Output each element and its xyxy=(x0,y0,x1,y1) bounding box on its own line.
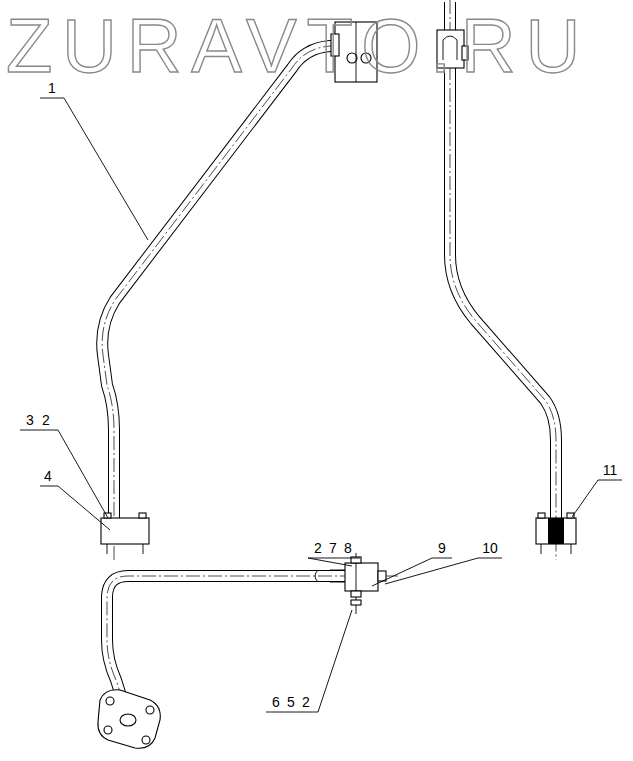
callout-number: 9 xyxy=(438,541,446,555)
leader-line xyxy=(266,610,352,712)
callout-number: 5 xyxy=(287,695,295,709)
watermark: ZURAVTO.RU xyxy=(6,8,590,84)
nut xyxy=(351,591,361,597)
bolt-hole xyxy=(104,726,112,734)
washer xyxy=(351,600,361,605)
leader-line xyxy=(40,486,110,530)
bolt xyxy=(541,544,542,554)
bottom-pipe xyxy=(107,570,398,722)
flange xyxy=(101,513,149,554)
end-fitting xyxy=(345,553,386,614)
plug xyxy=(378,571,386,581)
pipe-outline xyxy=(107,576,350,712)
leader-line xyxy=(385,558,502,584)
callout-number: 2 xyxy=(42,413,50,427)
bolt-hole xyxy=(106,697,114,705)
flange-plate xyxy=(536,518,576,544)
bolt-hole xyxy=(146,706,154,714)
leader-line xyxy=(308,558,360,566)
pipe-outline xyxy=(102,46,345,525)
flange xyxy=(536,513,576,554)
center-line xyxy=(450,0,556,560)
leader-lines xyxy=(20,98,622,712)
leader-line xyxy=(20,430,108,518)
callout-number: 7 xyxy=(329,541,337,555)
bolt-hole xyxy=(142,736,150,744)
leader-line xyxy=(40,98,148,240)
flange-section xyxy=(548,518,564,544)
bolt xyxy=(143,544,144,554)
round-flange xyxy=(98,690,160,749)
callout-number: 4 xyxy=(44,469,52,483)
callout-number: 8 xyxy=(344,541,352,555)
callout-number: 6 xyxy=(272,695,280,709)
bolt xyxy=(107,544,108,554)
fitting-body xyxy=(345,563,378,591)
cutaway-line xyxy=(315,570,345,582)
nut xyxy=(139,513,146,518)
leader-line xyxy=(572,480,622,517)
callout-number: 3 xyxy=(26,413,34,427)
right-pipe xyxy=(450,0,556,560)
pipe-bore xyxy=(107,576,350,712)
callout-number: 11 xyxy=(603,463,618,477)
callout-number: 2 xyxy=(302,695,310,709)
flange-plate xyxy=(101,518,149,544)
callout-number: 1 xyxy=(48,81,56,95)
callout-number: 10 xyxy=(482,541,498,555)
pipe-end xyxy=(120,714,136,726)
nut xyxy=(538,513,545,518)
flange-plate xyxy=(98,690,160,749)
bolt xyxy=(571,544,572,554)
pipe-bore xyxy=(102,46,345,525)
leader-line xyxy=(372,558,452,586)
left-pipe xyxy=(102,46,345,560)
center-line xyxy=(102,46,345,560)
callout-number: 2 xyxy=(314,541,322,555)
